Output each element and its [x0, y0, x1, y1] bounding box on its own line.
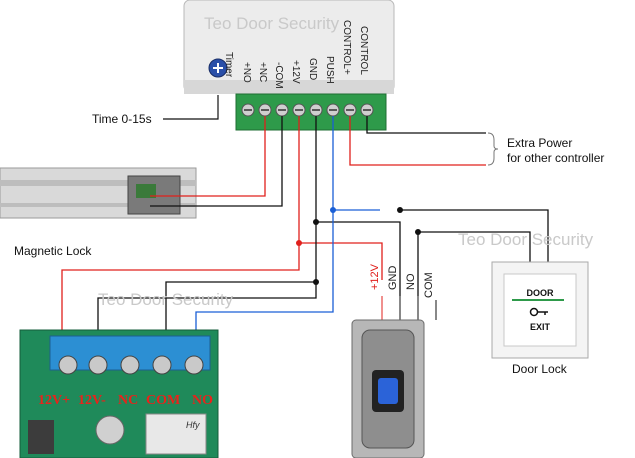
fingerprint-reader: [351, 319, 425, 458]
door-lock-label: Door Lock: [512, 362, 567, 376]
access-controller: Timer +NO +NC -COM +12V GND PUSH CONTROL…: [183, 0, 395, 94]
wire-gnd-black-2: [400, 209, 549, 262]
wire-extra-black: [366, 116, 486, 134]
reader-pin-label-1: GND: [387, 266, 399, 291]
wire-12v-red-relay: [61, 243, 300, 336]
timer-pointer-line: [163, 95, 219, 120]
relay-term-4: NO: [192, 393, 213, 408]
wire-lock-red: [150, 116, 266, 197]
junction-dot: [397, 207, 403, 213]
ctrl-term-label-4: GND: [307, 58, 318, 80]
wire-gnd-relay: [97, 222, 317, 336]
exit-button-top-label: DOOR: [527, 288, 555, 298]
relay-term-1: 12V-: [78, 393, 106, 408]
relay-screw[interactable]: [152, 355, 172, 375]
relay-screw[interactable]: [120, 355, 140, 375]
wire-gnd-black: [315, 116, 401, 296]
exit-button[interactable]: DOOR EXIT: [491, 261, 589, 359]
wire-lock-black: [150, 116, 283, 207]
magnetic-lock-label: Magnetic Lock: [14, 244, 92, 258]
junction-dot: [415, 229, 421, 235]
watermark-right: Teo Door Security: [458, 230, 594, 249]
magnetic-lock: [0, 167, 197, 219]
wire-reader-no-2: [418, 231, 531, 262]
timer-label-text: Time 0-15s: [92, 112, 152, 126]
wire-12v-red: [298, 116, 383, 280]
timer-label: Timer: [223, 52, 234, 78]
junction-dot: [313, 279, 319, 285]
fingerprint-sensor-icon[interactable]: [378, 378, 398, 404]
relay-term-0: 12V+: [38, 393, 70, 408]
key-icon: [529, 307, 548, 317]
ctrl-term-label-0: +NO: [241, 62, 252, 83]
watermark-top: Teo Door Security: [204, 14, 340, 33]
wire-com-relay: [165, 281, 316, 336]
ctrl-term-label-6: CONTROL+: [341, 20, 352, 75]
controller-terminal-block: [235, 93, 387, 131]
reader-pin-label-2: NO: [405, 273, 417, 290]
watermark-mid: Teo Door Security: [98, 290, 234, 309]
relay-screw[interactable]: [184, 355, 204, 375]
extra-power-brace: [487, 132, 499, 166]
extra-power-label-2: for other controller: [507, 151, 605, 165]
wire-extra-red: [349, 116, 486, 166]
relay-screw[interactable]: [88, 355, 108, 375]
reader-pin-label-0: +12V: [369, 263, 381, 290]
junction-dot: [330, 207, 336, 213]
relay-chip-text: Hfy: [186, 420, 200, 430]
relay-term-2: NC: [118, 393, 138, 408]
exit-button-bottom-label: EXIT: [530, 322, 551, 332]
ctrl-term-label-1: +NC: [257, 62, 268, 82]
ctrl-term-label-2: -COM: [273, 62, 284, 89]
relay-screw[interactable]: [58, 355, 78, 375]
junction-dot: [296, 240, 302, 246]
junction-dot: [313, 219, 319, 225]
extra-power-label-1: Extra Power: [507, 136, 573, 150]
ctrl-term-label-5: PUSH: [324, 56, 335, 84]
ctrl-term-label-7: CONTROL: [358, 26, 369, 75]
ctrl-term-label-3: +12V: [290, 60, 301, 84]
reader-pin-label-3: COM: [423, 272, 435, 298]
relay-term-3: COM: [146, 393, 180, 408]
wire-push-blue: [195, 116, 334, 336]
relay-board: 12V+ 12V- NC COM NO Hfy: [19, 329, 219, 458]
